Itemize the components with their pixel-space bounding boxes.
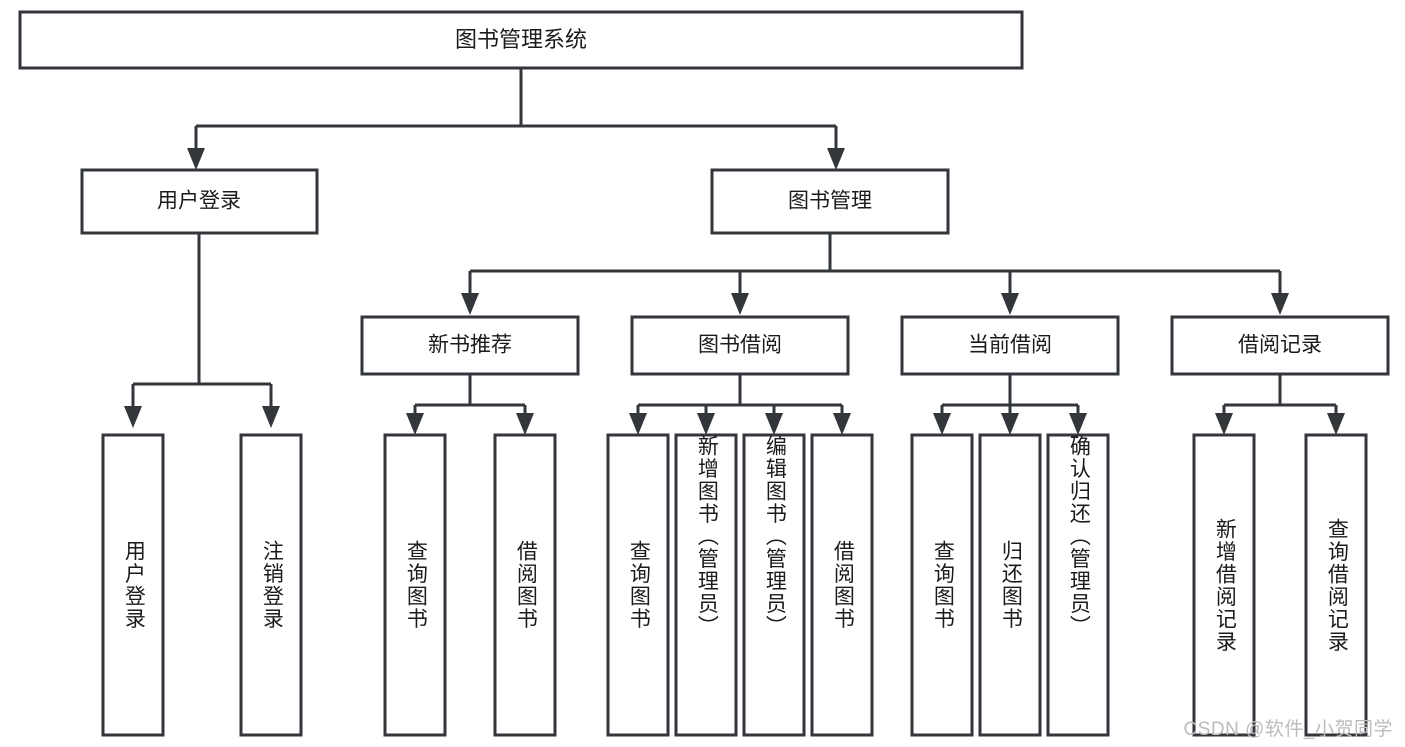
connector-book-manage-to-level3 <box>461 233 1289 315</box>
node-leaf-borrow-book-2[interactable] <box>810 433 874 737</box>
node-root[interactable]: 图书管理系统 <box>18 10 1024 70</box>
node-leaf-user-login[interactable] <box>101 433 165 737</box>
connector-user-login-to-leaves <box>124 233 280 428</box>
node-leaf-query-book-2[interactable] <box>606 433 670 737</box>
node-leaf-query-record[interactable] <box>1304 433 1368 737</box>
node-leaf-add-record[interactable] <box>1192 433 1256 737</box>
node-book-borrow-label: 图书借阅 <box>698 334 782 357</box>
connector-book-borrow-to-leaves <box>629 374 851 435</box>
connector-new-book-rec-to-leaves <box>406 374 534 435</box>
node-leaf-confirm-return[interactable] <box>1046 433 1110 737</box>
connector-root-to-level2 <box>187 68 845 170</box>
node-book-borrow[interactable]: 图书借阅 <box>630 315 850 376</box>
node-root-label: 图书管理系统 <box>455 27 587 52</box>
node-current-borrow-label: 当前借阅 <box>968 334 1052 357</box>
node-user-login-label: 用户登录 <box>157 190 241 213</box>
node-user-login[interactable]: 用户登录 <box>80 168 319 235</box>
node-new-book-rec-label: 新书推荐 <box>428 334 512 357</box>
node-leaf-query-book-3[interactable] <box>910 433 974 737</box>
node-borrow-record[interactable]: 借阅记录 <box>1170 315 1390 376</box>
node-leaf-return-book[interactable] <box>978 433 1042 737</box>
node-new-book-rec[interactable]: 新书推荐 <box>360 315 580 376</box>
node-current-borrow[interactable]: 当前借阅 <box>900 315 1120 376</box>
node-leaf-query-book-1[interactable] <box>383 433 447 737</box>
connector-current-borrow-to-leaves <box>933 374 1087 435</box>
connector-borrow-record-to-leaves <box>1215 374 1345 435</box>
node-leaf-borrow-book-1[interactable] <box>493 433 557 737</box>
csdn-watermark: CSDN @软件_小贺同学 <box>1183 719 1393 740</box>
node-leaf-add-book[interactable] <box>674 433 738 737</box>
node-leaf-edit-book[interactable] <box>742 433 806 737</box>
node-book-manage-label: 图书管理 <box>788 190 872 213</box>
node-leaf-user-logout[interactable] <box>239 433 303 737</box>
node-borrow-record-label: 借阅记录 <box>1238 334 1322 357</box>
node-book-manage[interactable]: 图书管理 <box>710 168 950 235</box>
